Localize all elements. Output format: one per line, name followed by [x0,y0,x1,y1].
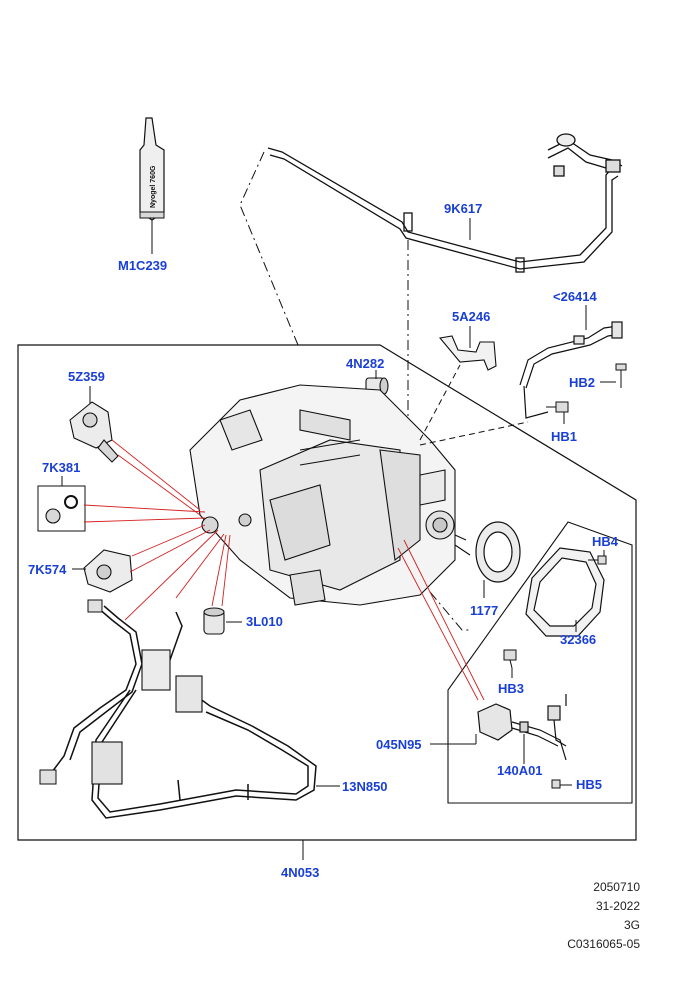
tube-label: Nyogel 760G [150,165,157,208]
pipe-9k617 [267,133,623,273]
label-3l010: 3L010 [246,614,283,629]
seal-7k381 [45,495,78,524]
harness-26414 [519,321,623,419]
bolt-hb5 [551,779,572,789]
ref-line-2: 31-2022 [595,899,640,913]
label-7k381: 7K381 [42,460,80,475]
label-4n053: 4N053 [281,865,319,880]
seal-kit-box [37,485,86,532]
label-9k617: 9K617 [444,201,482,216]
label-5z359: 5Z359 [68,369,105,384]
label-hb3: HB3 [498,681,524,696]
label-hb1: HB1 [551,429,577,444]
oil-seal-1177 [475,521,521,583]
label-140a01: 140A01 [497,763,543,778]
plug-3l010 [203,607,225,635]
wiring-harness-13n850 [39,599,317,819]
label-5a246: 5A246 [452,309,490,324]
bracket-5a246 [438,335,497,371]
ref-line-1: 2050710 [593,880,640,894]
sensor-5z359 [69,401,119,463]
drawing-reference-block: 2050710 31-2022 3G C0316065-05 [567,878,640,954]
ref-line-4: C0316065-05 [567,937,640,951]
bolt-hb3 [503,649,517,669]
bolt-hb1 [546,401,569,413]
transmission-housing [189,384,471,606]
ref-line-3: 3G [623,918,640,932]
label-hb2: HB2 [569,375,595,390]
bolt-hb2 [615,363,627,388]
label-7k574: 7K574 [28,562,67,577]
label-hb5: HB5 [576,777,602,792]
assembly-frame [17,344,637,841]
solenoid-7k574 [83,549,133,593]
grease-tube-m1c239: Nyogel 760G [139,117,165,254]
label-1177: 1177 [470,603,498,618]
label-045n95: 045N95 [376,737,422,752]
label-32366: 32366 [560,632,596,647]
label-26414: <26414 [553,289,598,304]
gasket-32366 [525,547,605,637]
sensor-harness-045n95 [477,694,567,761]
bolt-hb4 [588,555,607,565]
label-13n850: 13N850 [342,779,388,794]
sub-frame-045n95 [447,521,633,804]
label-4n282: 4N282 [346,356,384,371]
label-m1c239: M1C239 [118,258,167,273]
label-hb4: HB4 [592,534,619,549]
red-leader-lines [83,439,485,701]
